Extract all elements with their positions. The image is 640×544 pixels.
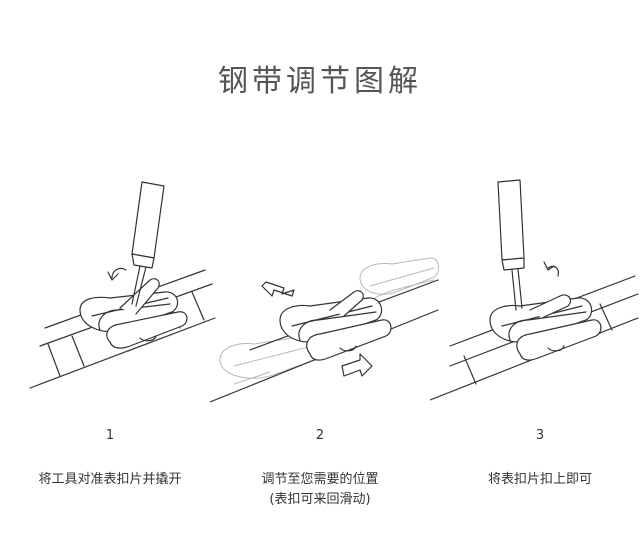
- step-3-panel: 3 将表扣片扣上即可: [430, 170, 640, 510]
- step-3-number: 3: [535, 428, 545, 443]
- tool-handle: [497, 179, 525, 261]
- step-1-panel: 1 将工具对准表扣片并撬开: [0, 170, 220, 510]
- step-1-number: 1: [105, 428, 115, 443]
- step-1-illustration: [29, 181, 216, 389]
- page-title: 钢带调节图解: [218, 64, 422, 99]
- left-arrow: [261, 281, 295, 297]
- step-2-caption: 调节至您需要的位置 (表扣可来回滑动): [210, 470, 430, 510]
- tool-handle: [131, 181, 165, 259]
- step-1-caption-line: 将工具对准表扣片并撬开: [38, 472, 182, 487]
- step-2-caption-line-2: (表扣可来回滑动): [269, 492, 371, 507]
- step-3-illustration: [430, 179, 639, 401]
- step-2-caption-line-1: 调节至您需要的位置: [261, 472, 379, 487]
- right-arrow: [341, 353, 373, 377]
- step-3-caption-line: 将表扣片扣上即可: [487, 472, 592, 487]
- step-2-illustration: [210, 257, 439, 403]
- step-2-panel: 2 调节至您需要的位置 (表扣可来回滑动): [210, 170, 439, 510]
- step-2-number: 2: [315, 428, 325, 443]
- step-3-caption: 将表扣片扣上即可: [430, 470, 640, 490]
- step-1-caption: 将工具对准表扣片并撬开: [0, 470, 220, 490]
